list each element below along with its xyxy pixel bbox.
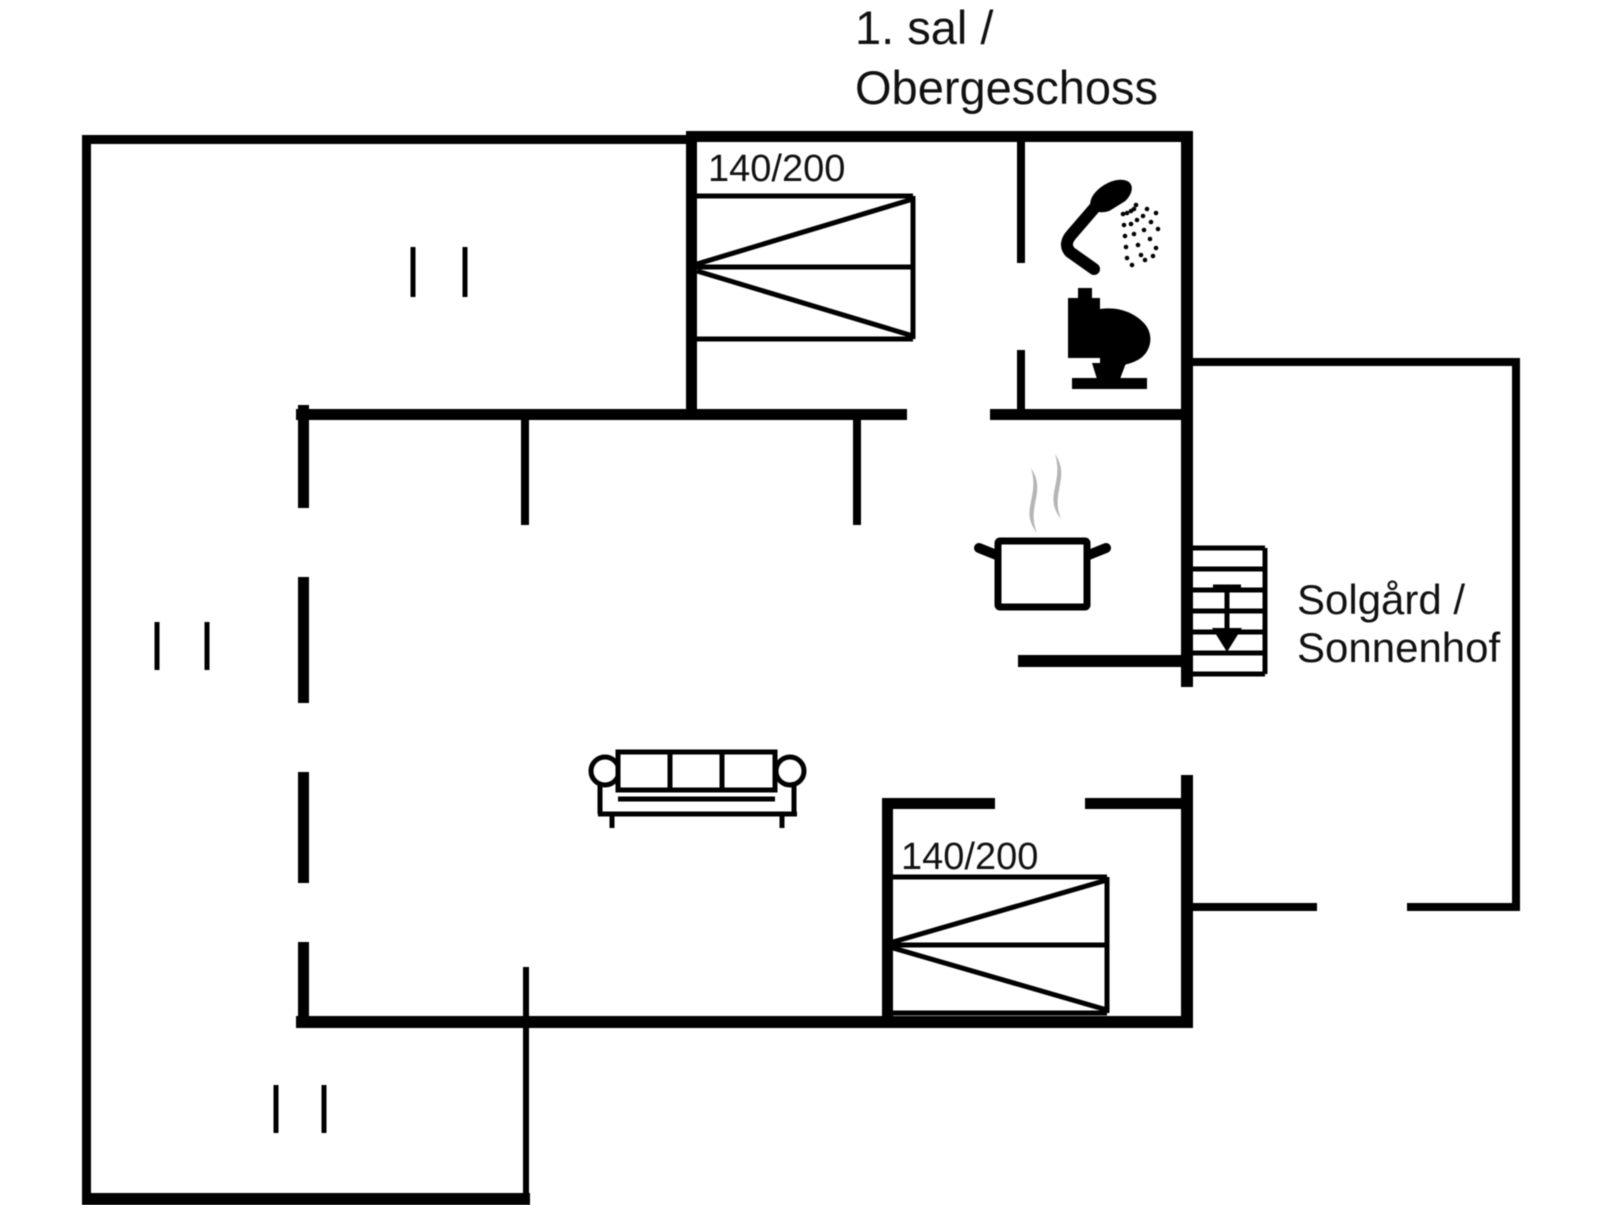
interior-walls — [296, 131, 1192, 1028]
bed-top-label: 140/200 — [708, 148, 845, 190]
shower-spray-dots — [1120, 202, 1161, 268]
staircase-down-icon — [1192, 545, 1268, 677]
wall-post-marks — [154, 247, 468, 1133]
stairs-direction-arrow — [1212, 584, 1242, 652]
outer-walls — [82, 131, 1193, 1205]
shower-icon — [1061, 179, 1161, 275]
steam-icon — [1029, 468, 1038, 533]
double-bed-top-icon — [696, 193, 916, 342]
stair-area-label-line2: Sonnenhof — [1297, 624, 1501, 671]
cooking-pot-icon — [974, 454, 1111, 611]
bed-bottom-label: 140/200 — [901, 836, 1038, 878]
sofa-icon — [588, 749, 807, 828]
extension-walls — [1192, 358, 1520, 911]
double-bed-bottom-icon — [892, 874, 1110, 1016]
toilet-icon — [1068, 288, 1151, 389]
stair-area-label-line1: Solgård / — [1297, 576, 1465, 623]
steam-icon — [1053, 454, 1062, 519]
page-title-line1: 1. sal / — [855, 1, 994, 54]
page-title-line2: Obergeschoss — [855, 61, 1158, 114]
